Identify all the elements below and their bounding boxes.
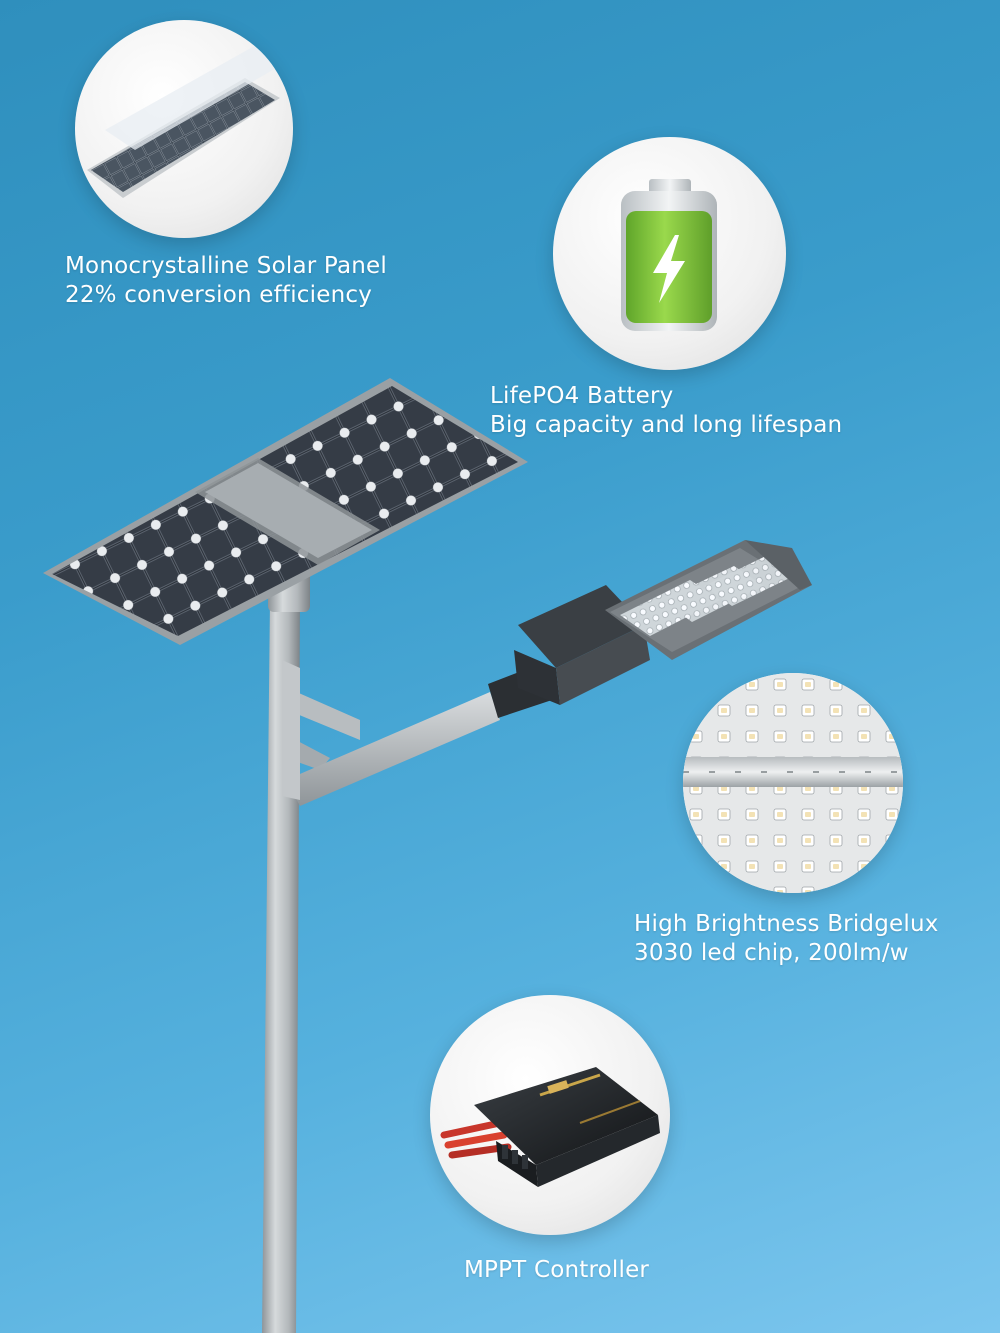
solar-panel-caption: Monocrystalline Solar Panel 22% conversi…	[65, 252, 387, 310]
led-chip-caption: High Brightness Bridgelux 3030 led chip,…	[634, 910, 939, 968]
battery-bubble	[553, 137, 786, 370]
led-chip-icon	[683, 673, 903, 893]
battery-detail: Big capacity and long lifespan	[490, 412, 843, 438]
controller-bubble	[430, 995, 670, 1235]
solar-panel-bubble	[75, 20, 293, 238]
battery-icon	[621, 179, 717, 331]
led-chip-title: High Brightness Bridgelux	[634, 911, 939, 937]
solar-panel-detail: 22% conversion efficiency	[65, 282, 373, 308]
battery-title: LifePO4 Battery	[490, 383, 674, 409]
controller-icon	[440, 1067, 660, 1187]
controller-title: MPPT Controller	[464, 1257, 650, 1283]
controller-caption: MPPT Controller	[464, 1256, 649, 1285]
solar-panel-icon	[87, 40, 290, 198]
battery-caption: LifePO4 Battery Big capacity and long li…	[490, 382, 842, 440]
solar-panel-title: Monocrystalline Solar Panel	[65, 253, 387, 279]
led-chip-detail: 3030 led chip, 200lm/w	[634, 940, 909, 966]
led-chip-bubble	[683, 673, 903, 893]
